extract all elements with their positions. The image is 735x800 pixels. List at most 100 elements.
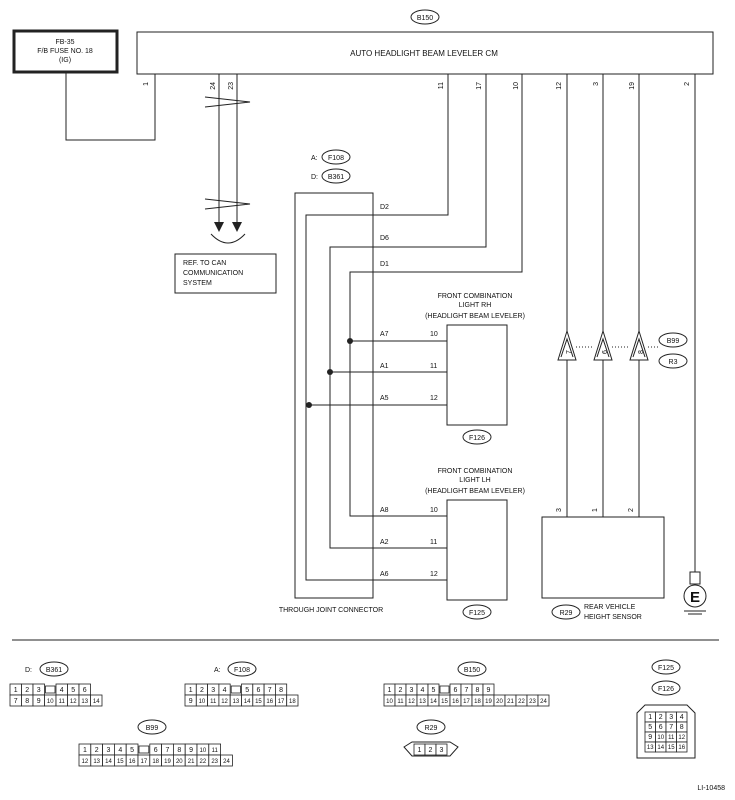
can-ref-line2: COMMUNICATION: [183, 270, 243, 277]
b99-pin-number: 24: [223, 759, 230, 765]
f125-pin-number: 12: [678, 735, 685, 741]
joint-pin-a2: A2: [380, 539, 389, 546]
b361-key-slot: [45, 685, 56, 694]
b150-pin-number: 11: [397, 699, 404, 705]
wire-pin10-d1: [349, 74, 523, 517]
sensor-pin-1: 1: [592, 508, 599, 512]
b150-pin-number: 20: [496, 699, 503, 705]
ecm-name: AUTO HEADLIGHT BEAM LEVELER CM: [350, 49, 498, 58]
b99-pin-number: 9: [189, 747, 193, 754]
b99-pin-number: 6: [154, 747, 158, 754]
f108-pin-number: 15: [255, 699, 262, 705]
b150-pin-number: 1: [388, 687, 392, 694]
b361-pin-number: 1: [14, 687, 18, 694]
f108-pin-number: 18: [289, 699, 296, 705]
figure-id: LI-10458: [697, 785, 725, 792]
f125-pin-number: 3: [669, 714, 673, 721]
joint-code-a-oval: [321, 149, 351, 165]
b361-pin-number: 12: [70, 699, 77, 705]
fuse-line2: F/B FUSE NO. 18: [37, 48, 93, 55]
b150-pin-number: 4: [421, 687, 425, 694]
joint-label-a: A:: [311, 155, 318, 162]
joint-pin-labels: D2 D6 D1 A7 A1 A5 A8 A2 A6: [380, 204, 389, 578]
r3-code: R3: [669, 359, 678, 366]
b99-pin-number: 7: [166, 747, 170, 754]
b99-pin-number: 13: [93, 759, 100, 765]
conn-b361-code: B361: [46, 667, 62, 674]
b99-chevrons: [557, 329, 660, 361]
b361-pin-number: 4: [60, 687, 64, 694]
light-rh-code-oval: [462, 429, 492, 445]
f125-pin-number: 2: [659, 714, 663, 721]
joint-pin-d6: D6: [380, 235, 389, 242]
chevron-8: [629, 329, 649, 361]
b99-pin-6: 6: [602, 350, 609, 354]
arrow-can-24: [214, 222, 224, 232]
b99-pin-number: 5: [130, 747, 134, 754]
ecm-code-oval: [410, 9, 440, 25]
f108-pin-number: 9: [189, 698, 193, 705]
f108-pin-number: 6: [256, 687, 260, 694]
ecm-pin-1: 1: [143, 82, 150, 86]
twist-mark-top: [204, 96, 251, 108]
b361-pin-number: 9: [37, 698, 41, 705]
light-rh-box: [446, 324, 508, 426]
b99-pin-number: 22: [200, 759, 207, 765]
b150-pin-number: 17: [463, 699, 470, 705]
f125-pin-number: 10: [657, 735, 664, 741]
can-ref-line3: SYSTEM: [183, 280, 212, 287]
b150-pin-number: 18: [474, 699, 481, 705]
conn-d-label: D:: [25, 667, 32, 674]
sensor-box: [541, 516, 665, 599]
b150-pin-number: 8: [476, 687, 480, 694]
r29-pin-number: 3: [440, 747, 444, 754]
joint-pin-d1: D1: [380, 261, 389, 268]
b99-pin-number: 4: [118, 747, 122, 754]
joint-pin-a1: A1: [380, 363, 389, 370]
b99-pin-number: 16: [129, 759, 136, 765]
f108-pin-number: 16: [266, 699, 273, 705]
light-rh-pin-12: 12: [430, 395, 438, 402]
f108-pin-number: 1: [189, 687, 193, 694]
f108-pin-number: 3: [211, 687, 215, 694]
wire-pin11-d2: [305, 74, 449, 581]
light-rh-pin-11: 11: [430, 363, 437, 370]
light-lh-box: [446, 499, 508, 601]
joint-connector-box: [294, 192, 374, 599]
conn-b150-oval: [457, 661, 487, 677]
light-lh-pin-11: 11: [430, 539, 437, 546]
light-lh-code: F125: [469, 610, 485, 617]
sensor-line1: REAR VEHICLE: [584, 604, 636, 611]
f108-pin-number: 12: [221, 699, 228, 705]
light-rh-line3: (HEADLIGHT BEAM LEVELER): [425, 313, 525, 320]
b99-pin-number: 8: [177, 747, 181, 754]
light-lh-code-oval: [462, 604, 492, 620]
b150-pin-number: 24: [540, 699, 547, 705]
can-ref-box: [174, 253, 277, 294]
splice-a5: [306, 402, 312, 408]
b361-pin-number: 5: [71, 687, 75, 694]
ecm-pin-23: 23: [228, 82, 235, 90]
f125-pin-cell: [676, 741, 688, 753]
sensor-pin-3: 3: [556, 508, 563, 512]
f125-pin-number: 4: [680, 714, 684, 721]
light-rh-line1: FRONT COMBINATION: [438, 293, 513, 300]
f108-key-slot: [230, 685, 241, 694]
b99-pin-number: 17: [141, 759, 148, 765]
wires: [65, 72, 696, 581]
splice-a1: [327, 369, 333, 375]
b99-pin-number: 2: [95, 747, 99, 754]
f125-pin-number: 1: [648, 714, 652, 721]
b150-pin-number: 21: [507, 699, 514, 705]
ecm-pin-17: 17: [476, 82, 483, 90]
conn-f126-code: F126: [658, 686, 674, 693]
conn-f108-code: F108: [234, 667, 250, 674]
conn-f108-oval: [227, 661, 257, 677]
f108-pin-number: 13: [233, 699, 240, 705]
ecm-pin-2: 2: [684, 82, 691, 86]
b99-pin-number: 15: [117, 759, 124, 765]
f125-pin-number: 7: [669, 724, 673, 731]
b150-key-slot: [439, 685, 450, 694]
